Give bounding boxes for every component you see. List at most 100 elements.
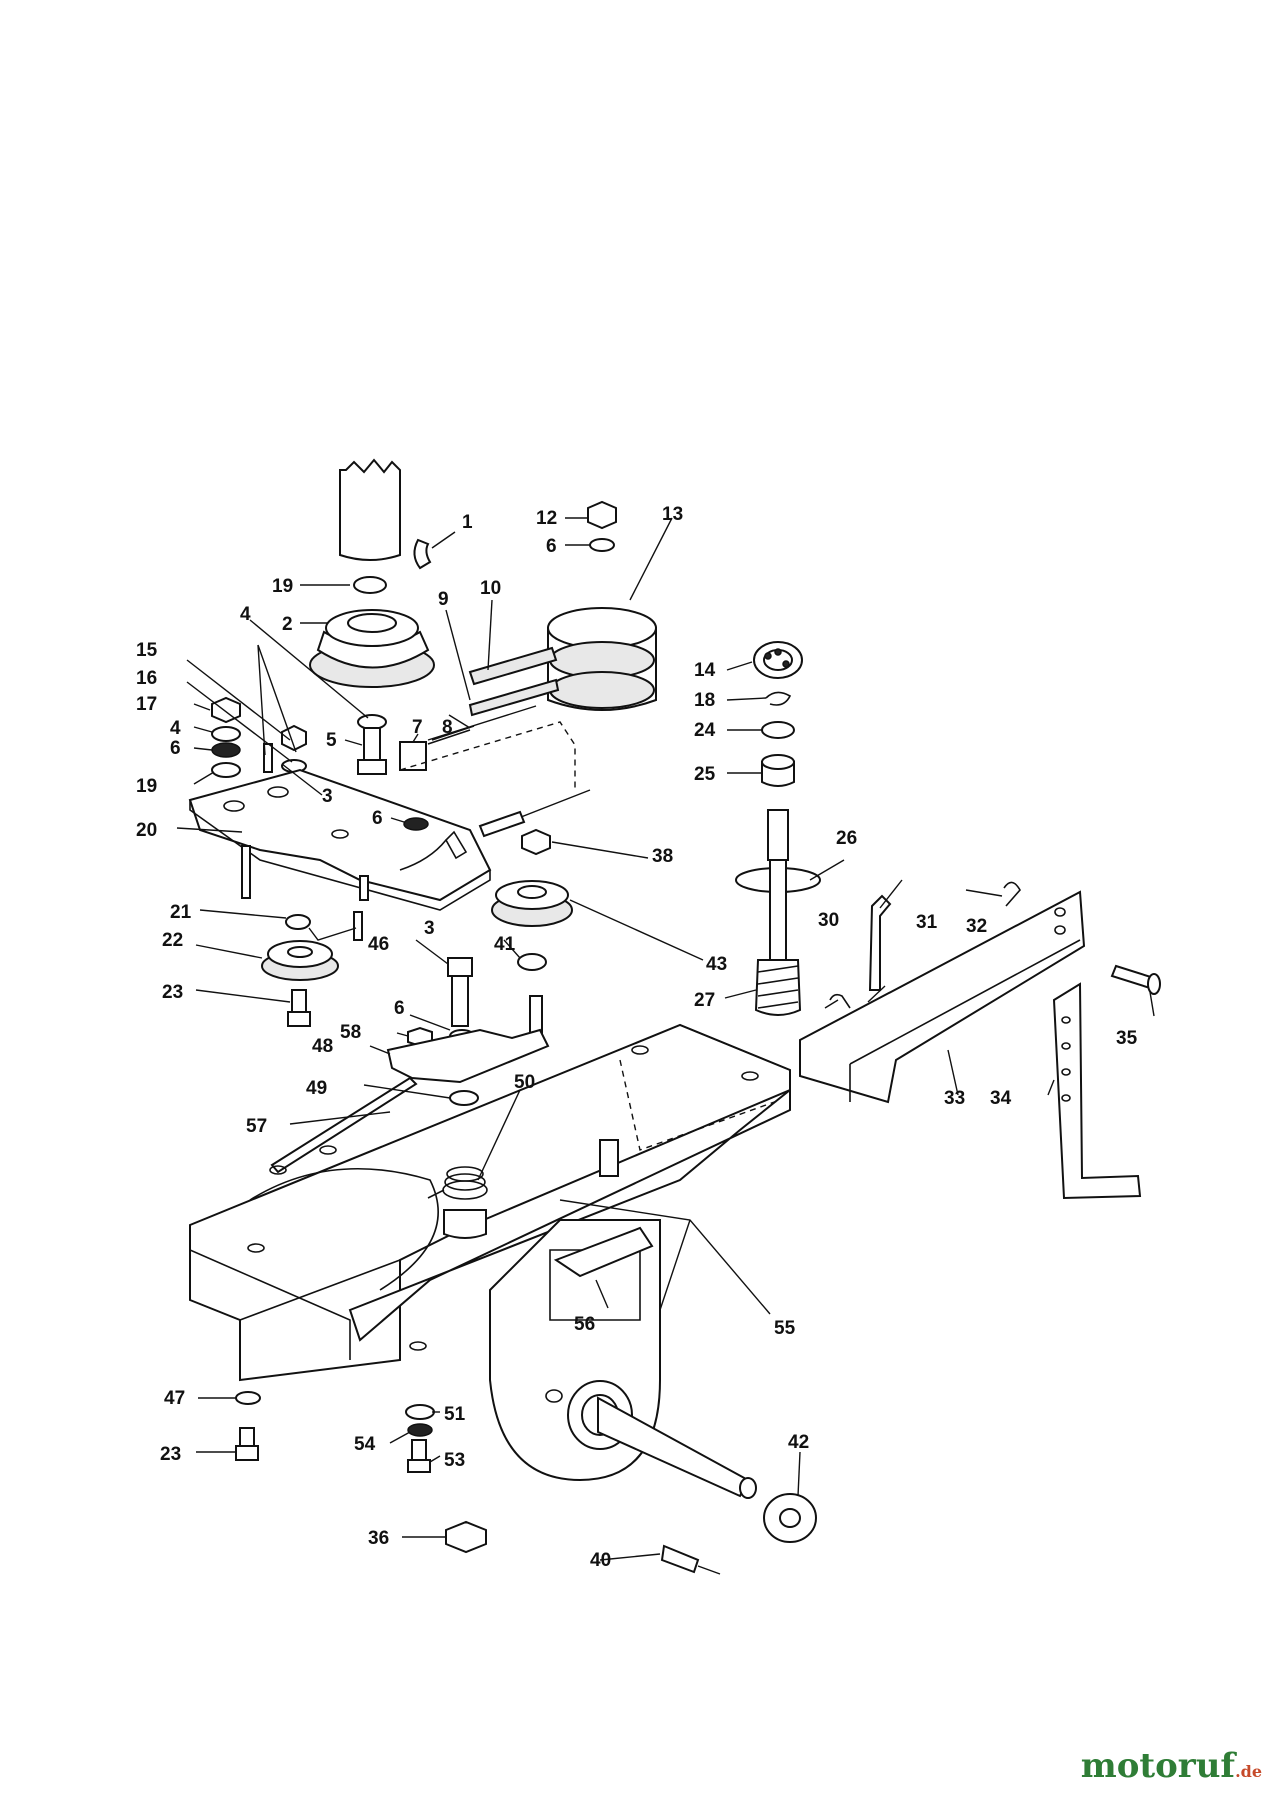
belt-part-10 [468,646,558,686]
parts-artwork [188,458,1161,1575]
label-19-top: 19 [272,576,293,597]
label-3-upper: 3 [322,786,333,807]
label-50: 50 [514,1072,535,1093]
bolt-part-5 [357,727,387,775]
label-38: 38 [652,846,673,867]
label-15: 15 [136,640,158,661]
washer-part-19-top [353,576,387,594]
label-54: 54 [354,1434,376,1455]
leader-lines [176,517,1155,1561]
pin-part-3-lower [353,911,363,941]
washer-part-42 [763,1493,817,1543]
worm-shaft-part-27 [735,809,821,1016]
label-43: 43 [706,954,727,975]
hitch-part-34 [1052,982,1142,1200]
label-34: 34 [990,1088,1012,1109]
label-58: 58 [340,1022,361,1043]
nut-part-12 [587,500,617,530]
label-7: 7 [412,717,423,738]
bolt-part-46 [447,957,473,1027]
label-36: 36 [368,1528,389,1549]
key-part-1 [413,538,432,570]
label-35: 35 [1116,1028,1138,1049]
label-25: 25 [694,764,716,785]
bracket-part-48 [386,1028,550,1084]
label-40: 40 [590,1550,611,1571]
label-55: 55 [774,1318,796,1339]
washer-part-47 [235,1391,261,1405]
bolt-part-23-upper [287,989,311,1027]
label-1: 1 [462,512,473,533]
label-48: 48 [312,1036,333,1057]
label-56: 56 [574,1314,595,1335]
label-6-top: 6 [546,536,557,557]
bushing-part-41 [517,953,547,971]
washer-part-19-left [211,762,241,778]
pulley-part-2 [309,609,435,688]
nut-part-38 [521,828,551,856]
bushing-part-21 [285,914,311,930]
pin-part-31 [868,894,892,991]
belt-part-9 [468,678,560,717]
washer-part-4-left [211,726,241,742]
label-24: 24 [694,720,716,741]
label-27: 27 [694,990,715,1011]
washer-part-6-left [211,742,241,758]
nut-part-15 [281,724,307,752]
label-26: 26 [836,828,857,849]
cable-part-8 [427,705,537,741]
label-33: 33 [944,1088,965,1109]
label-23-lower: 23 [160,1444,181,1465]
needle-bearing-part-25 [761,754,795,787]
label-30: 30 [818,910,839,931]
label-49: 49 [306,1078,327,1099]
stud-frame [599,1139,619,1177]
cable-route [399,721,576,790]
nut-part-17 [211,696,241,724]
label-22: 22 [162,930,183,951]
label-14: 14 [694,660,716,681]
circlip-part-18 [765,691,792,706]
label-16: 16 [136,668,157,689]
label-31: 31 [916,912,938,933]
label-4-left: 4 [170,718,181,739]
bolt-part-35 [1110,964,1161,995]
watermark-logo: motoruf.de [1081,1746,1262,1786]
spring-part-50 [427,1166,488,1239]
label-23-upper: 23 [162,982,183,1003]
bearing-part-14 [753,641,803,679]
label-12: 12 [536,508,557,529]
label-53: 53 [444,1450,465,1471]
washer-part-6-mid [403,817,429,831]
shaft-tube [339,458,401,561]
label-20: 20 [136,820,157,841]
label-41: 41 [494,934,516,955]
label-21: 21 [170,902,192,923]
washer-part-49 [449,1090,479,1106]
label-51: 51 [444,1404,466,1425]
label-6-left: 6 [170,738,181,759]
label-10: 10 [480,578,501,599]
clip-part-32 [1003,881,1021,907]
rod-part-57 [270,1076,418,1174]
bolt-part-23-lower [235,1427,259,1461]
label-6-mid: 6 [372,808,383,829]
washer-part-51 [405,1404,435,1420]
label-6-low: 6 [394,998,405,1019]
frame-part-55 [189,1023,791,1382]
tow-bar-part-33 [799,890,1086,1104]
label-46: 46 [368,934,389,955]
washer-part-4 [357,714,387,730]
label-47: 47 [164,1388,185,1409]
pulley-part-43 [491,880,573,927]
clamp-part-7 [399,741,427,771]
label-5: 5 [326,730,337,751]
label-4-top: 4 [240,604,251,625]
double-pulley-part-13 [547,607,657,711]
bolt-part-53 [407,1439,431,1473]
label-8: 8 [442,717,453,738]
plate-part-56 [553,1226,654,1278]
nut-part-36 [445,1520,487,1554]
cable-connector [478,810,526,838]
